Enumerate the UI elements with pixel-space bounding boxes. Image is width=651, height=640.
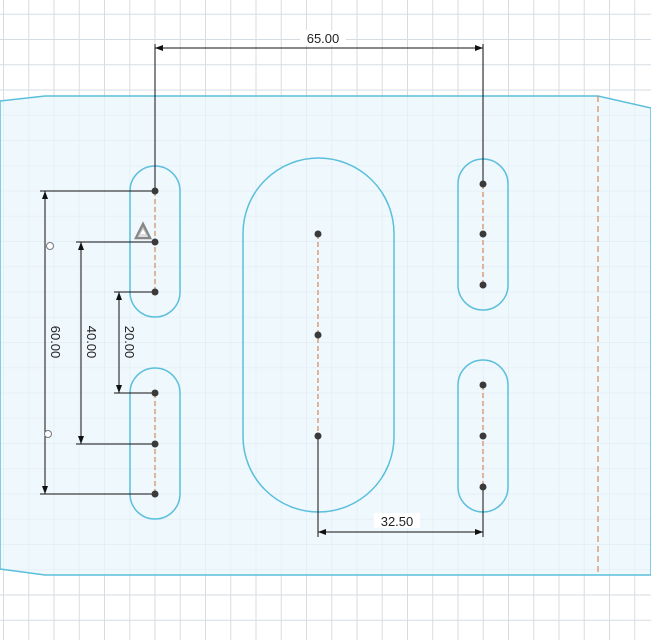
dimension-arrows	[42, 45, 483, 535]
dimension-20[interactable]: 20.00	[122, 326, 137, 359]
dimension-32-5[interactable]: 32.50	[381, 514, 414, 529]
dimension-40[interactable]: 40.00	[84, 326, 99, 359]
coincident-constraint-icon[interactable]	[44, 242, 54, 438]
dimension-65[interactable]: 65.00	[307, 31, 340, 46]
sketch-points	[151, 180, 487, 498]
body-profile[interactable]	[0, 95, 651, 576]
dimension-lines	[40, 44, 484, 537]
dimension-60[interactable]: 60.00	[48, 326, 63, 359]
symmetric-constraint-icon[interactable]	[133, 221, 153, 240]
